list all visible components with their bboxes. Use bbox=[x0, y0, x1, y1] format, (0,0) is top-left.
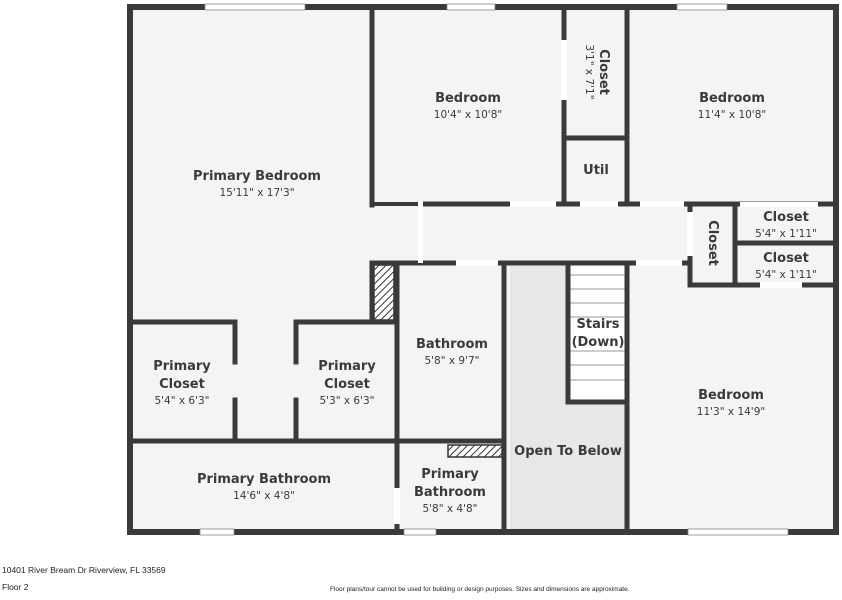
floor-plan: Primary Bedroom 15'11" x 17'3" Bedroom 1… bbox=[127, 3, 839, 536]
bath-hatch bbox=[447, 444, 503, 458]
closet-vert-dim: 3'1" x 7'1" bbox=[583, 44, 595, 99]
bedroom-3-dim: 11'3" x 14'9" bbox=[697, 406, 765, 418]
closet-a-dim: 5'4" x 1'11" bbox=[755, 228, 817, 240]
bedroom-1-name: Bedroom bbox=[435, 91, 501, 106]
primary-closet-2-name2: Closet bbox=[324, 377, 370, 392]
primary-closet-1-dim: 5'4" x 6'3" bbox=[154, 395, 209, 407]
primary-closet-2-name1: Primary bbox=[318, 359, 376, 374]
primary-bedroom-name: Primary Bedroom bbox=[193, 169, 321, 184]
primary-closet-1-name1: Primary bbox=[153, 359, 211, 374]
floor-label: Floor 2 bbox=[2, 582, 29, 592]
bathroom-name: Bathroom bbox=[416, 337, 488, 352]
doorways bbox=[394, 40, 818, 524]
closet-a-name: Closet bbox=[763, 210, 809, 225]
primary-closet-1-name2: Closet bbox=[159, 377, 205, 392]
chase-hatch bbox=[373, 264, 395, 321]
primary-bathroom-1-dim: 14'6" x 4'8" bbox=[233, 490, 295, 502]
bedroom-2-dim: 11'4" x 10'8" bbox=[698, 109, 766, 121]
primary-bathroom-2-dim: 5'8" x 4'8" bbox=[422, 503, 477, 515]
windows bbox=[199, 3, 789, 536]
stairs-name1: Stairs bbox=[577, 317, 620, 332]
bedroom-1-dim: 10'4" x 10'8" bbox=[434, 109, 502, 121]
open-to-below-name: Open To Below bbox=[514, 444, 622, 459]
stairs-name2: (Down) bbox=[572, 335, 625, 350]
primary-bathroom-1-name: Primary Bathroom bbox=[197, 472, 331, 487]
bathroom-dim: 5'8" x 9'7" bbox=[424, 355, 479, 367]
closet-b-name: Closet bbox=[763, 251, 809, 266]
bedroom-3-name: Bedroom bbox=[698, 388, 764, 403]
bedroom-2-name: Bedroom bbox=[699, 91, 765, 106]
property-address: 10401 River Bream Dr Riverview, FL 33569 bbox=[2, 565, 166, 575]
primary-bathroom-2-name1: Primary bbox=[421, 467, 479, 482]
primary-closet-2-dim: 5'3" x 6'3" bbox=[319, 395, 374, 407]
closet-vert-name: Closet bbox=[596, 49, 611, 95]
closet-small-name: Closet bbox=[705, 220, 720, 266]
closet-b-dim: 5'4" x 1'11" bbox=[755, 269, 817, 281]
util-name: Util bbox=[583, 163, 609, 178]
disclaimer: Floor plans/tour cannot be used for buil… bbox=[330, 586, 630, 593]
primary-bedroom-dim: 15'11" x 17'3" bbox=[219, 187, 294, 199]
primary-bathroom-2-name2: Bathroom bbox=[414, 485, 486, 500]
stair-treads bbox=[569, 262, 627, 402]
